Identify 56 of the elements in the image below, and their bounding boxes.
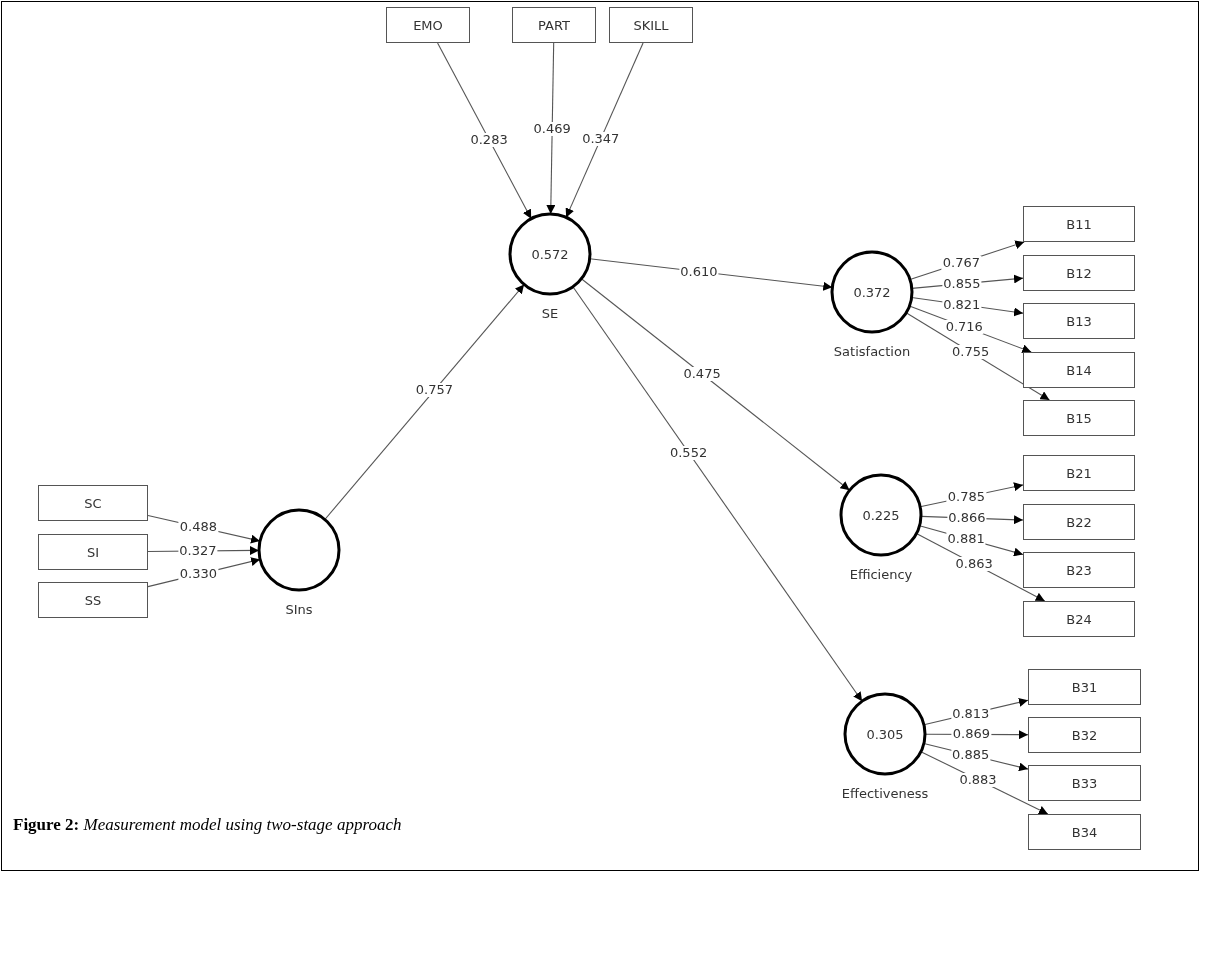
indicator-box: B31 [1028,669,1141,705]
r-squared-value: 0.305 [866,726,904,742]
path-coefficient: 0.755 [951,345,991,360]
path-coefficient: 0.469 [532,121,572,136]
r-squared-value: 0.225 [862,507,900,523]
path-coefficient: 0.885 [951,748,991,763]
indicator-box: EMO [386,7,470,43]
construct-name: Efficiency [849,567,913,582]
path-coefficient: 0.552 [668,445,709,460]
indicator-box: B22 [1023,504,1135,540]
indicator-box: B13 [1023,303,1135,339]
indicator-box: B23 [1023,552,1135,588]
path-coefficient: 0.330 [178,567,219,582]
path-coefficient: 0.475 [682,366,722,381]
path-coefficient: 0.347 [581,131,621,146]
r-squared-value: 0.372 [853,284,891,300]
path-coefficient: 0.813 [951,706,991,721]
construct-name: Effectiveness [841,786,929,801]
path-coefficient: 0.283 [469,132,509,147]
indicator-box: B34 [1028,814,1141,850]
indicator-box: SS [38,582,148,618]
path-coefficient: 0.757 [414,383,455,398]
path-coefficient: 0.610 [679,264,719,279]
indicator-box: PART [512,7,596,43]
path-coefficient: 0.863 [954,556,994,571]
indicator-box: SC [38,485,148,521]
arrow [546,42,556,215]
indicator-box: B12 [1023,255,1135,291]
arrow [572,286,863,702]
path-coefficient: 0.855 [942,276,982,291]
arrow [324,283,525,521]
indicator-box: SKILL [609,7,693,43]
construct-name: Satisfaction [833,344,911,359]
indicator-box: B14 [1023,352,1135,388]
path-coefficient: 0.821 [942,297,982,312]
indicator-box: B33 [1028,765,1141,801]
arrow [437,42,532,220]
indicator-box: SI [38,534,148,570]
arrow [580,278,851,491]
construct-name: SIns [285,602,313,617]
indicator-box: B21 [1023,455,1135,491]
indicator-box: B15 [1023,400,1135,436]
indicator-box: B24 [1023,601,1135,637]
path-coefficient: 0.785 [946,489,986,504]
path-coefficient: 0.716 [944,319,984,334]
path-coefficient: 0.881 [946,531,986,546]
figure-caption: Figure 2: Measurement model using two-stage approach [13,815,402,835]
path-coefficient: 0.883 [958,772,998,787]
path-coefficient: 0.488 [178,520,218,535]
arrow [565,42,644,218]
path-coefficient: 0.767 [941,255,981,270]
indicator-box: B32 [1028,717,1141,753]
r-squared-value: 0.572 [531,246,569,262]
construct-name: SE [541,306,559,321]
indicator-box: B11 [1023,206,1135,242]
path-coefficient: 0.327 [178,543,218,558]
